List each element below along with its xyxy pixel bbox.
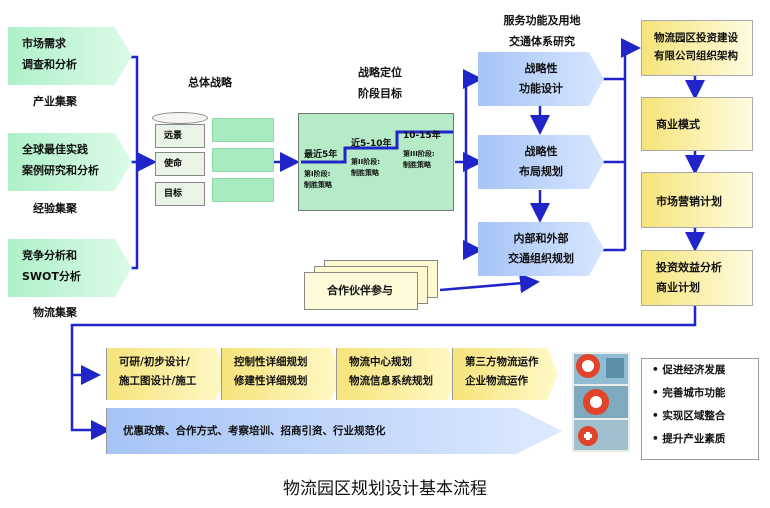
step-line1: 第三方物流运作 [465,356,539,368]
group-label: 物流集聚 [33,306,77,319]
strategy-title: 总体战略 [188,76,232,89]
box-line1: 投资效益分析 [656,261,722,274]
business-model-box: 商业模式 [641,97,753,151]
group-label: 产业集聚 [33,95,77,108]
box-line1: 竞争分析和 [22,249,77,262]
phase-period: 10-15年 [403,131,441,141]
step-line1: 物流中心规划 [349,356,412,368]
box-line1: 商业模式 [656,118,700,131]
strategy-row-fill [212,118,274,142]
partners-label: 合作伙伴参与 [327,284,393,297]
strategy-row-label: 远景 [155,124,205,148]
box-line1: 市场需求 [22,37,66,50]
function-design-box: 战略性 功能设计 [478,52,604,106]
diagram-caption: 物流园区规划设计基本流程 [283,479,487,499]
bottom-step-4: 第三方物流运作 企业物流运作 [452,348,558,400]
phase-stage: 第II阶段: [351,158,381,166]
strategy-row-label: 目标 [155,182,205,206]
investment-analysis-box: 投资效益分析 商业计划 [641,250,753,306]
step-line1: 控制性详细规划 [234,356,308,368]
strategy-row-label: 使命 [155,152,205,176]
policy-bar: 优惠政策、合作方式、考察培训、招商引资、行业规范化 [106,408,562,454]
org-structure-box: 物流园区投资建设 有限公司组织架构 [641,20,753,76]
box-line1: 内部和外部 [513,232,569,245]
step-line2: 施工图设计/施工 [119,375,197,387]
box-line2: 案例研究和分析 [22,164,99,177]
benefit-item: • 完善城市功能 [652,387,726,399]
traffic-planning-box: 内部和外部 交通组织规划 [478,222,604,276]
box-line1: 物流园区投资建设 [654,32,738,44]
step-line2: 修建性详细规划 [234,375,308,387]
title-line2: 阶段目标 [358,87,402,100]
box-line1: 战略性 [524,145,558,158]
benefits-list: • 促进经济发展 • 完善城市功能 • 实现区域整合 • 提升产业素质 [641,358,759,460]
title-line1: 战略定位 [358,66,402,79]
phase-strategy: 制胜策略 [403,161,431,169]
box-line1: 全球最佳实践 [22,143,88,156]
stair-line [301,130,453,164]
phase-strategy: 制胜策略 [304,181,332,189]
strategy-stack: 远景 使命 目标 [152,112,274,210]
bottom-step-2: 控制性详细规划 修建性详细规划 [221,348,343,400]
title-line1: 服务功能及用地 [503,14,581,27]
decorative-icons [572,352,630,452]
benefit-item: • 实现区域整合 [652,410,726,422]
service-title: 服务功能及用地 交通体系研究 [477,10,607,52]
box-line1: 市场营销计划 [656,195,722,208]
market-demand-box: 市场需求 调查和分析 [8,27,132,85]
marketing-plan-box: 市场营销计划 [641,172,753,228]
policy-text: 优惠政策、合作方式、考察培训、招商引资、行业规范化 [123,425,386,437]
box-line2: SWOT分析 [22,270,81,283]
box-line2: 布局规划 [519,165,563,178]
box-line1: 战略性 [524,62,558,75]
box-line2: 有限公司组织架构 [654,50,738,62]
phase-stage: 第I阶段: [304,170,331,178]
bottom-step-3: 物流中心规划 物流信息系统规划 [336,348,460,400]
competition-box: 竞争分析和 SWOT分析 [8,239,132,297]
box-line2: 调查和分析 [22,58,77,71]
partners-docs: 合作伙伴参与 [300,260,440,312]
positioning-title: 战略定位 阶段目标 [330,62,430,104]
step-line2: 企业物流运作 [465,375,528,387]
strategy-row-fill [212,178,274,202]
step-line2: 物流信息系统规划 [349,375,433,387]
box-line2: 商业计划 [656,281,700,294]
phase-period: 最近5年 [304,150,338,160]
group-label: 经验集聚 [33,202,77,215]
phase-stage: 第III阶段: [403,150,435,158]
positioning-panel: 最近5年 第I阶段: 制胜策略 近5-10年 第II阶段: 制胜策略 10-15… [298,113,454,211]
phase-period: 近5-10年 [351,139,392,149]
title-line2: 交通体系研究 [509,35,575,48]
box-line2: 交通组织规划 [508,252,574,265]
layout-planning-box: 战略性 布局规划 [478,135,604,189]
best-practice-box: 全球最佳实践 案例研究和分析 [8,133,132,191]
bottom-step-1: 可研/初步设计/ 施工图设计/施工 [106,348,228,400]
box-line2: 功能设计 [519,82,563,95]
benefit-item: • 促进经济发展 [652,364,726,376]
phase-strategy: 制胜策略 [351,169,379,177]
step-line1: 可研/初步设计/ [119,356,190,368]
strategy-row-fill [212,148,274,172]
benefit-item: • 提升产业素质 [652,433,726,445]
